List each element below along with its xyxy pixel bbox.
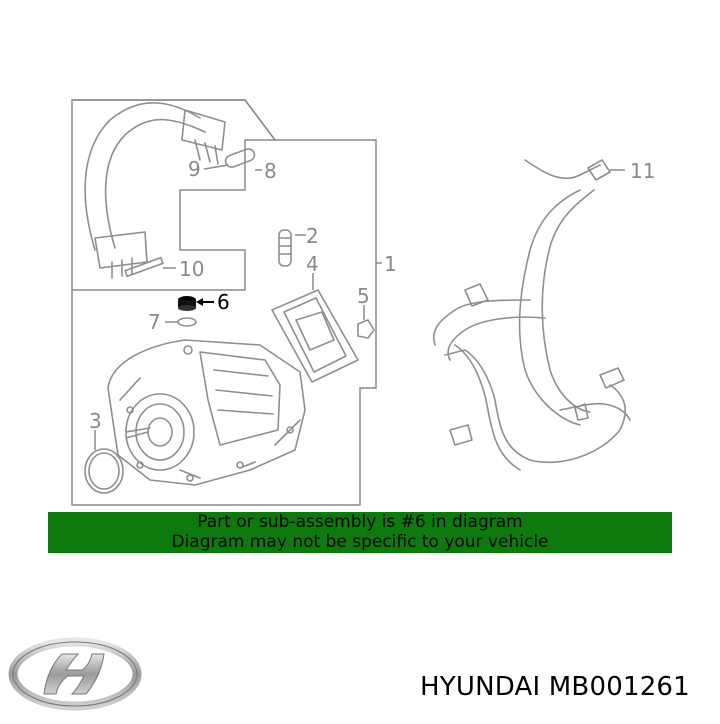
callout-2: 2 [306, 224, 319, 248]
part-6-plug [178, 296, 196, 311]
part-2-bolt [278, 229, 292, 267]
part-7-oring [177, 317, 197, 327]
diagram-notice-banner: Part or sub-assembly is #6 in diagram Di… [48, 512, 672, 553]
part-6-arrow [196, 298, 203, 306]
callout-5: 5 [357, 284, 370, 308]
wiring-harness [433, 159, 631, 471]
callout-11: 11 [630, 159, 655, 183]
part-3-ring [84, 448, 124, 494]
callout-1: 1 [384, 252, 397, 276]
callout-4: 4 [306, 252, 319, 276]
callout-7: 7 [148, 310, 161, 334]
callout-10: 10 [179, 257, 204, 281]
part-10-strip [124, 256, 164, 278]
transmission-housing [107, 339, 306, 486]
brand-part-number: HYUNDAI MB001261 [420, 672, 690, 702]
notice-line-1: Part or sub-assembly is #6 in diagram [197, 512, 523, 532]
callout-6: 6 [217, 290, 230, 314]
hyundai-logo-icon [0, 636, 150, 720]
callout-9: 9 [188, 157, 201, 181]
part-5-nut [357, 319, 375, 339]
callout-3: 3 [89, 409, 102, 433]
callout-8: 8 [264, 159, 277, 183]
part-4-cover [271, 289, 359, 383]
subassembly-frame [72, 99, 277, 291]
notice-line-2: Diagram may not be specific to your vehi… [171, 532, 549, 552]
